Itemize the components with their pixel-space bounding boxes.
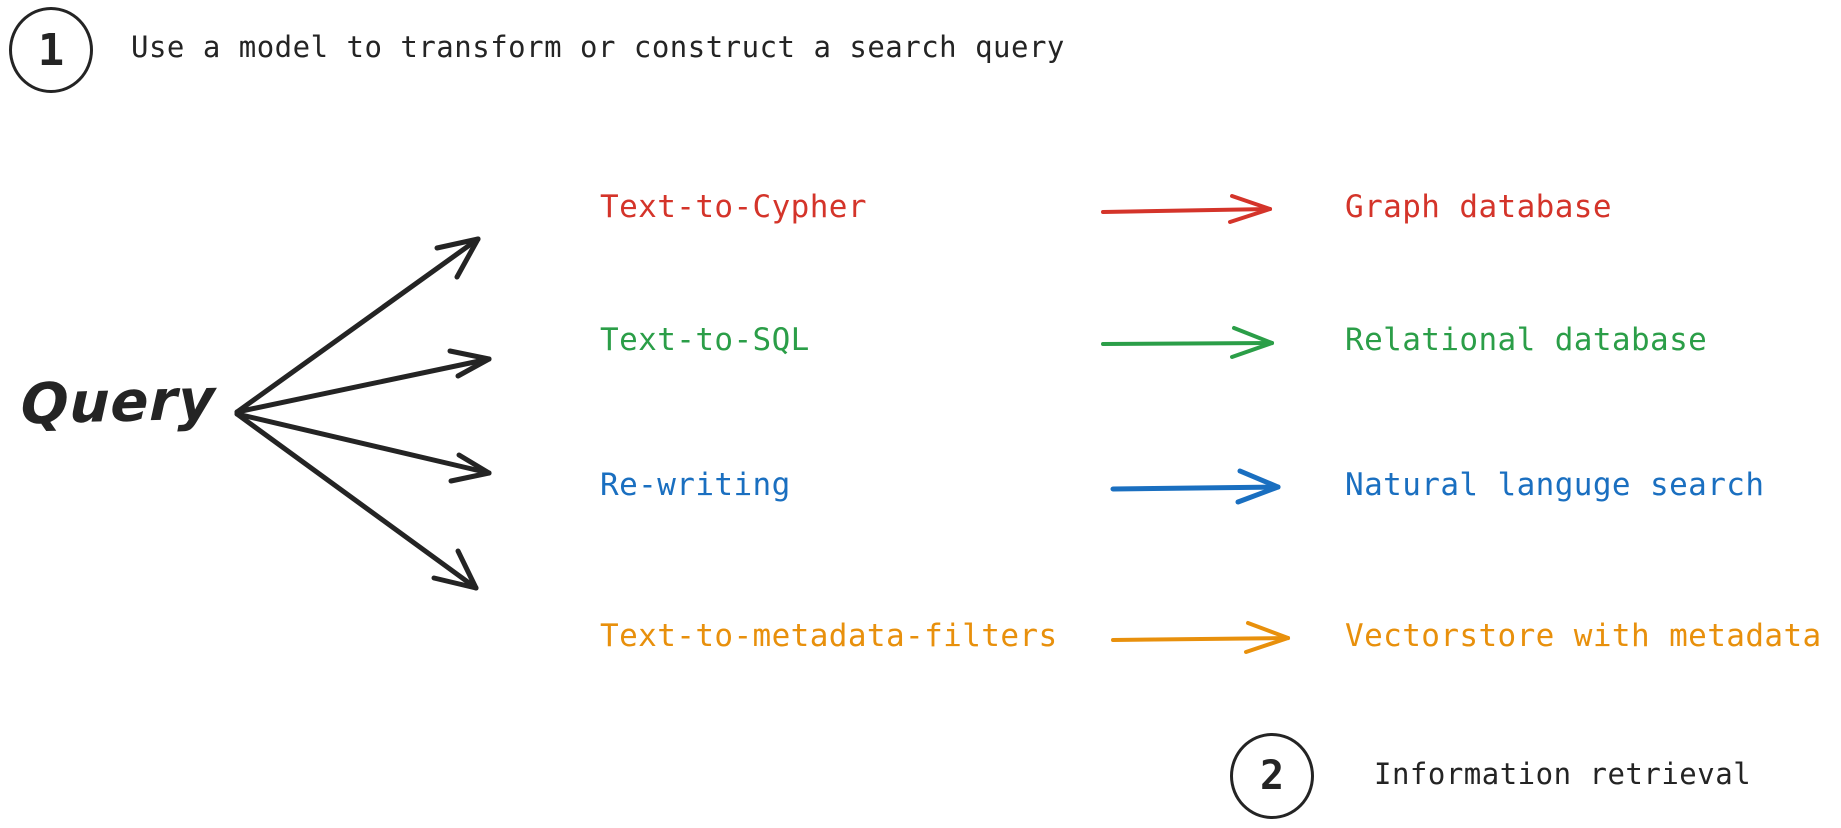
fan-arrow-to-text-to-cypher <box>234 236 481 415</box>
connector-arrow-blue <box>1110 468 1281 505</box>
step-2-caption: Information retrieval <box>1374 757 1752 791</box>
query-source-label: Query <box>20 367 217 438</box>
connector-arrow-red <box>1101 194 1272 224</box>
fan-arrow-to-text-to-metadata-filters <box>234 411 479 591</box>
target-label-graph-database: Graph database <box>1345 189 1612 225</box>
technique-label-text-to-sql: Text-to-SQL <box>600 322 810 358</box>
technique-label-re-writing: Re-writing <box>600 467 791 503</box>
fan-arrow-to-text-to-sql <box>234 348 492 415</box>
step-1-caption: Use a model to transform or construct a … <box>131 30 1065 64</box>
technique-label-text-to-cypher: Text-to-Cypher <box>600 189 867 225</box>
target-label-natural-language-search: Natural languge search <box>1345 467 1765 503</box>
connector-arrow-orange <box>1111 621 1290 654</box>
target-label-vectorstore-with-metadata: Vectorstore with metadata <box>1345 618 1822 654</box>
step-badge-2: 2 <box>1230 733 1314 819</box>
step-badge-1: 1 <box>9 7 93 93</box>
technique-label-text-to-metadata-filters: Text-to-metadata-filters <box>600 618 1058 654</box>
target-label-relational-database: Relational database <box>1345 322 1708 358</box>
connector-arrow-green <box>1101 326 1274 359</box>
fan-arrow-to-re-writing <box>234 411 492 484</box>
